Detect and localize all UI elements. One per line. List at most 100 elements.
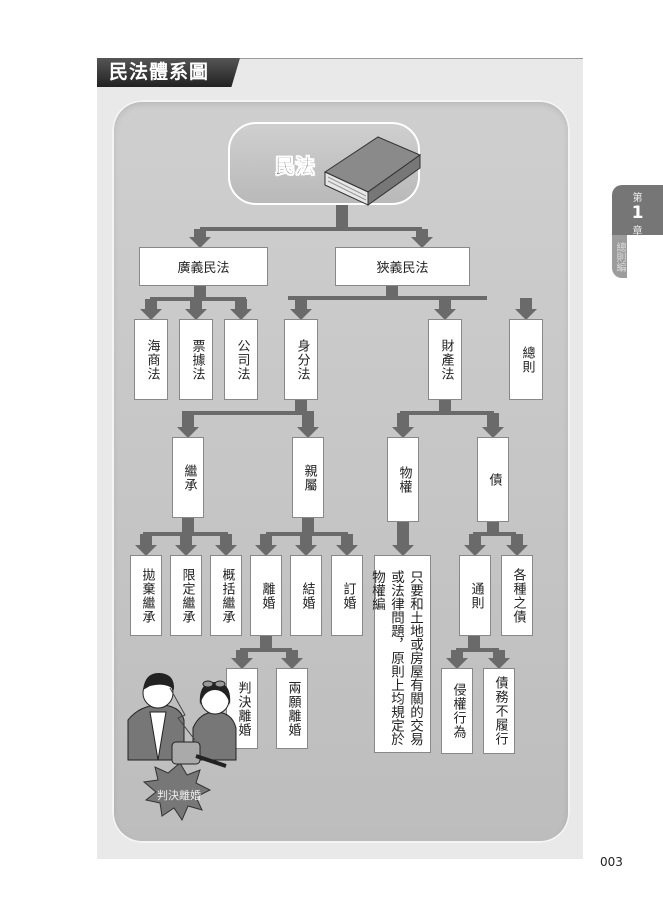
connector-line — [493, 650, 505, 659]
connector-line — [468, 636, 480, 651]
connector-line — [180, 534, 192, 546]
chapter-suffix: 章 — [632, 226, 643, 237]
connector-line — [220, 534, 232, 546]
connector-line — [300, 534, 312, 546]
woman-figure — [192, 680, 237, 761]
arrow-head — [230, 309, 252, 320]
connector-line — [182, 518, 194, 535]
connector-line — [140, 534, 152, 546]
node-narrow-civil-law: 狹義民法 — [335, 247, 470, 286]
connector-line — [341, 534, 353, 546]
connector-line — [288, 296, 487, 300]
connector-line — [302, 518, 314, 535]
node-renounce-inheritance: 拋棄繼承 — [130, 555, 162, 636]
node-general-provisions: 總則 — [509, 319, 543, 400]
arrow-head — [231, 658, 253, 669]
connector-line — [336, 205, 348, 230]
connector-line — [451, 650, 463, 659]
connector-line — [240, 648, 292, 652]
node-limited-inheritance: 限定繼承 — [170, 555, 202, 636]
connector-line — [260, 636, 272, 651]
connector-line — [397, 413, 409, 428]
connector-line — [302, 413, 314, 428]
node-succession: 繼承 — [172, 437, 204, 518]
node-obligations: 債 — [477, 437, 509, 522]
node-real-rights: 物權 — [387, 437, 419, 522]
node-broad-civil-law: 廣義民法 — [139, 247, 268, 286]
page-number: 003 — [600, 855, 623, 869]
section-title: 民法體系圖 — [97, 58, 240, 87]
connector-line — [182, 411, 314, 415]
arrow-head — [189, 237, 211, 248]
connector-line — [487, 413, 499, 428]
node-maritime-law: 海商法 — [134, 319, 168, 400]
connector-line — [439, 400, 451, 414]
connector-line — [487, 522, 499, 535]
node-status-law: 身分法 — [284, 319, 318, 400]
starburst-shape — [142, 762, 212, 822]
chapter-number: 1 — [631, 203, 644, 223]
node-kinship: 親屬 — [292, 437, 324, 518]
node-consensual-divorce: 兩願離婚 — [276, 668, 308, 749]
arrow-head — [215, 545, 237, 556]
connector-line — [469, 534, 481, 546]
connector-line — [200, 227, 422, 231]
connector-line — [295, 400, 307, 414]
arrow-head — [297, 427, 319, 438]
arrow-head — [434, 309, 456, 320]
arrow-head — [411, 237, 433, 248]
node-property-law: 財產法 — [428, 319, 462, 400]
node-specific-obligations: 各種之債 — [501, 555, 533, 636]
node-real-rights-note: 只要和土地或房屋有關的交易或法律問題，原則上均規定於物權編 — [369, 555, 431, 753]
arrow-head — [446, 658, 468, 669]
arrow-head — [177, 427, 199, 438]
illustration-label: 判決離婚 — [157, 789, 201, 802]
connector-line — [194, 286, 206, 300]
connector-line — [236, 650, 248, 659]
man-figure — [127, 672, 185, 761]
chapter-section: 總則編 — [612, 235, 627, 278]
connector-line — [520, 298, 532, 310]
gavel-icon — [171, 741, 227, 768]
connector-line — [511, 534, 523, 546]
arrow-head — [392, 545, 414, 556]
arrow-head — [482, 427, 504, 438]
arrow-head — [140, 309, 162, 320]
connector-line — [190, 299, 202, 310]
arrow-head — [290, 309, 312, 320]
node-tort: 侵權行為 — [441, 668, 473, 754]
connector-line — [416, 229, 428, 238]
connector-line — [473, 532, 516, 536]
connector-line — [397, 522, 409, 546]
connector-line — [456, 648, 499, 652]
connector-line — [235, 299, 247, 310]
connector-line — [260, 534, 272, 546]
node-nonperformance: 債務不履行 — [483, 668, 515, 754]
connector-line — [194, 229, 206, 238]
node-general-inheritance: 概括繼承 — [210, 555, 242, 636]
node-company-law: 公司法 — [224, 319, 258, 400]
chapter-number-block: 第 1 章 — [612, 185, 663, 237]
arrow-head — [135, 545, 157, 556]
node-general-rules: 通則 — [459, 555, 491, 636]
arrow-head — [281, 658, 303, 669]
node-engagement: 訂婚 — [331, 555, 363, 636]
arrow-head — [185, 309, 207, 320]
connector-line — [439, 298, 451, 310]
connector-line — [400, 411, 494, 415]
arrow-head — [515, 309, 537, 320]
root-label: 民法 — [275, 154, 316, 179]
arrow-head — [488, 658, 510, 669]
arrow-head — [506, 545, 528, 556]
arrow-head — [175, 545, 197, 556]
chapter-tab[interactable]: 第 1 章 總則編 — [612, 185, 663, 278]
node-divorce: 離婚 — [250, 555, 282, 636]
arrow-head — [255, 545, 277, 556]
arrow-head — [295, 545, 317, 556]
node-marriage: 結婚 — [290, 555, 322, 636]
node-negotiable-instruments-law: 票據法 — [179, 319, 213, 400]
connector-line — [145, 299, 157, 310]
connector-line — [295, 298, 307, 310]
